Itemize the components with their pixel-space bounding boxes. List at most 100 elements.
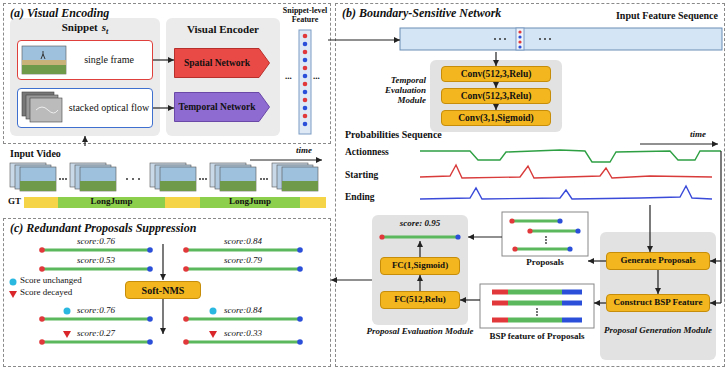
section-label: Probabilities Sequence bbox=[345, 129, 442, 140]
module-label: Proposal Generation Module bbox=[600, 326, 716, 336]
feature-sequence-bar bbox=[400, 28, 722, 50]
graphic-circle bbox=[303, 82, 308, 87]
heading: Snippet-level Feature bbox=[282, 7, 328, 25]
graphic-circle bbox=[297, 266, 303, 272]
graphic-circle bbox=[210, 308, 217, 315]
graphic-rect bbox=[300, 197, 326, 208]
graphic-circle bbox=[303, 122, 308, 127]
graphic-circle bbox=[303, 58, 308, 63]
connector-arrow bbox=[460, 299, 480, 300]
score-label: score:0.76 bbox=[42, 237, 150, 247]
graphic-rect bbox=[24, 197, 58, 208]
box-label: Temporal Network bbox=[174, 92, 260, 122]
graphic-polyline bbox=[420, 186, 712, 199]
heading: BSP feature of Proposals bbox=[480, 332, 594, 342]
graphic-rect bbox=[502, 212, 588, 256]
axis-label: time bbox=[296, 146, 312, 156]
panel-title: (a) Visual Encoding bbox=[10, 7, 109, 20]
connector-arrow bbox=[594, 302, 606, 303]
graphic-line bbox=[710, 302, 721, 303]
connector-arrow bbox=[419, 275, 420, 291]
box-label: stacked optical flow bbox=[68, 89, 150, 126]
graphic-circle bbox=[39, 247, 45, 253]
box-label: single frame bbox=[68, 41, 150, 78]
graphic-circle bbox=[39, 316, 45, 322]
graphic-rect bbox=[480, 284, 594, 328]
graphic-circle bbox=[512, 246, 517, 251]
video-frames bbox=[10, 160, 322, 191]
graphic-circle bbox=[297, 339, 303, 345]
graphic-rect bbox=[22, 65, 66, 74]
box-label: Conv(3,1,Sigmoid) bbox=[442, 111, 550, 125]
graphic-circle bbox=[297, 247, 303, 253]
graphic-circle bbox=[266, 178, 268, 180]
graphic-line bbox=[530, 230, 578, 233]
curve-label: Starting bbox=[345, 170, 378, 180]
conv-layer: Conv(512,3,Relu) bbox=[441, 88, 551, 104]
network-shape: Temporal Network bbox=[174, 92, 270, 122]
graphic-circle bbox=[263, 178, 265, 180]
graphic-circle bbox=[539, 38, 541, 40]
module-box: Temporal Evaluation ModuleConv(512,3,Rel… bbox=[430, 60, 562, 132]
pentagon-shape bbox=[175, 93, 270, 122]
graphic-rect bbox=[516, 28, 524, 50]
graphic-line bbox=[512, 220, 560, 223]
box-label: Conv(512,3,Relu) bbox=[442, 89, 550, 103]
connector-arrow bbox=[495, 52, 496, 66]
graphic-line bbox=[562, 301, 582, 306]
graphic-circle bbox=[536, 308, 538, 310]
graphic-line bbox=[186, 341, 300, 344]
conv-layer: Conv(3,1,Sigmoid) bbox=[441, 110, 551, 126]
graphic-circle bbox=[518, 40, 521, 43]
box-label: Visual Encoder bbox=[166, 23, 280, 35]
pentagon-shape bbox=[175, 49, 270, 78]
network-shape: Spatial Network bbox=[174, 48, 270, 78]
score-label: score:0.76 bbox=[42, 306, 150, 316]
connector-arrow bbox=[84, 136, 85, 146]
graphic-rect bbox=[165, 197, 200, 208]
connector-arrow bbox=[588, 260, 606, 261]
graphic-path bbox=[209, 331, 217, 338]
graphic-line bbox=[419, 241, 420, 257]
process-box: Generate Proposals bbox=[606, 252, 710, 270]
graphic-circle bbox=[544, 38, 546, 40]
encoder-box: Visual EncoderSpatial NetworkTemporal Ne… bbox=[166, 18, 280, 136]
conv-layer: Conv(512,3,Relu) bbox=[441, 66, 551, 82]
graphic-circle bbox=[545, 239, 547, 241]
score-label: score:0.27 bbox=[42, 329, 150, 339]
subscript-label: t bbox=[106, 27, 108, 36]
graphic-circle bbox=[303, 98, 308, 103]
legend-sample bbox=[8, 289, 18, 299]
graphic-path bbox=[720, 151, 721, 303]
module-label: Proposal Evaluation Module bbox=[352, 327, 488, 337]
graphic-rect bbox=[22, 60, 66, 65]
symbol-label: s bbox=[102, 21, 106, 33]
graphic-line bbox=[562, 290, 582, 295]
graphic-line bbox=[562, 318, 582, 323]
graphic-circle bbox=[59, 178, 61, 180]
box-label: Generate Proposals bbox=[607, 253, 709, 269]
graphic-rect bbox=[80, 167, 116, 191]
graphic-rect bbox=[80, 181, 116, 191]
proposal-list bbox=[502, 212, 588, 256]
module-box: Proposal Generation Module Generate Propo… bbox=[600, 232, 716, 360]
connector-arrow bbox=[657, 270, 658, 294]
frame-thumbnail bbox=[22, 46, 66, 74]
score-label: score:0.53 bbox=[42, 256, 150, 266]
graphic-circle bbox=[567, 246, 572, 251]
graphic-circle bbox=[518, 45, 521, 48]
ellipsis: ... bbox=[285, 72, 292, 82]
graphic-circle bbox=[126, 178, 128, 180]
graphic-circle bbox=[303, 114, 308, 119]
process-box: Construct BSP Feature bbox=[606, 294, 710, 312]
graphic-circle bbox=[132, 178, 134, 180]
panel-title: (b) Boundary-Sensitive Network bbox=[342, 7, 501, 20]
graphic-circle bbox=[504, 38, 506, 40]
graphic-circle bbox=[199, 178, 201, 180]
graphic-rect bbox=[58, 197, 165, 208]
legend-text: Score decayed bbox=[20, 288, 72, 298]
graphic-circle bbox=[527, 228, 532, 233]
graphic-line bbox=[640, 144, 718, 145]
heading: Input Video bbox=[10, 148, 61, 159]
graphic-circle bbox=[303, 34, 308, 39]
